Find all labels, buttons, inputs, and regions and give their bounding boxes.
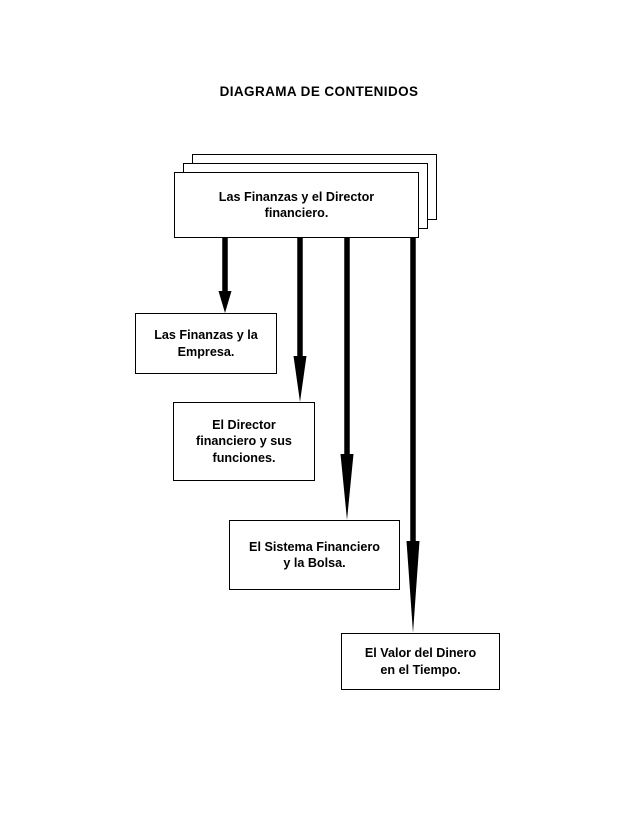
node-label: El Sistema Financiero y la Bolsa.	[249, 539, 380, 570]
node-label: Las Finanzas y el Director financiero.	[218, 189, 375, 220]
arrow-connector-2	[293, 238, 307, 402]
node-valor-dinero-tiempo[interactable]: El Valor del Dinero en el Tiempo.	[341, 633, 500, 690]
arrow-connector-4	[406, 238, 420, 633]
node-label: El Director financiero y sus funciones.	[196, 418, 292, 465]
page-title: DIAGRAMA DE CONTENIDOS	[219, 84, 419, 99]
node-finanzas-director-financiero[interactable]: Las Finanzas y el Director financiero.	[174, 172, 419, 238]
node-label: Las Finanzas y la Empresa.	[154, 328, 258, 359]
node-finanzas-empresa[interactable]: Las Finanzas y la Empresa.	[135, 313, 277, 374]
node-director-funciones[interactable]: El Director financiero y sus funciones.	[173, 402, 315, 481]
node-sistema-financiero-bolsa[interactable]: El Sistema Financiero y la Bolsa.	[229, 520, 400, 590]
node-label: El Valor del Dinero en el Tiempo.	[364, 646, 477, 677]
arrow-connector-3	[340, 238, 354, 520]
arrow-connector-1	[218, 238, 232, 313]
